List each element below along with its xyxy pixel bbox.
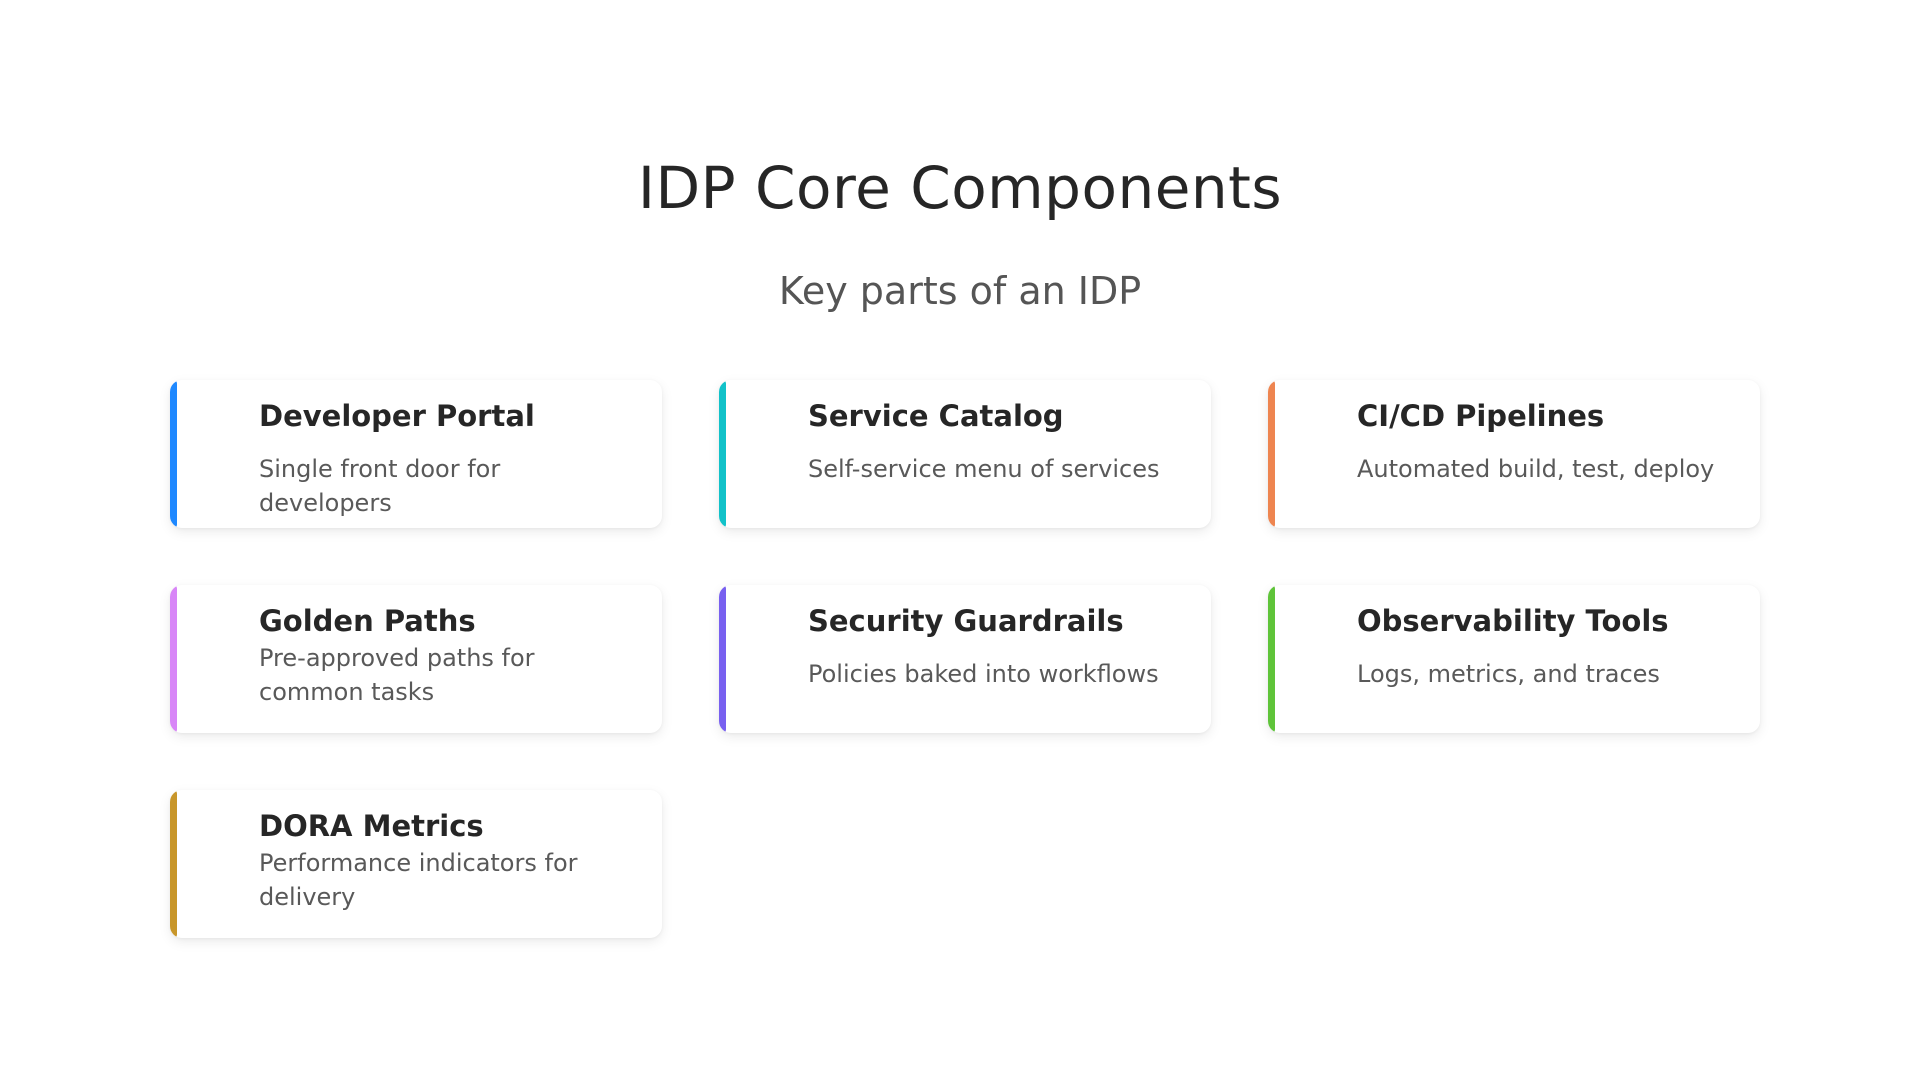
- card-title: Security Guardrails: [808, 604, 1124, 638]
- card-description: Single front door for developers: [259, 455, 501, 517]
- card-golden-paths: Golden Paths Pre-approved paths for comm…: [170, 585, 662, 733]
- page-subtitle: Key parts of an IDP: [778, 269, 1142, 313]
- card-service-catalog: Service Catalog Self-service menu of ser…: [719, 380, 1211, 528]
- card-description: Performance indicators for delivery: [259, 849, 578, 911]
- card-description: Pre-approved paths for common tasks: [259, 644, 535, 706]
- components-grid: Developer Portal Single front door for d…: [170, 380, 1760, 938]
- card-title: Service Catalog: [808, 399, 1064, 433]
- card-title: Observability Tools: [1357, 604, 1669, 638]
- card-accent-bar: [170, 790, 177, 938]
- card-dora-metrics: DORA Metrics Performance indicators for …: [170, 790, 662, 938]
- card-description: Automated build, test, deploy: [1357, 455, 1715, 483]
- card-developer-portal: Developer Portal Single front door for d…: [170, 380, 662, 528]
- card-security-guardrails: Security Guardrails Policies baked into …: [719, 585, 1211, 733]
- card-description: Self-service menu of services: [808, 455, 1160, 483]
- card-accent-bar: [170, 380, 177, 528]
- card-title: CI/CD Pipelines: [1357, 399, 1605, 433]
- card-title: Developer Portal: [259, 399, 535, 433]
- card-description: Logs, metrics, and traces: [1357, 660, 1660, 688]
- card-cicd-pipelines: CI/CD Pipelines Automated build, test, d…: [1268, 380, 1760, 528]
- card-description: Policies baked into workflows: [808, 660, 1159, 688]
- card-accent-bar: [170, 585, 177, 733]
- card-accent-bar: [719, 380, 726, 528]
- card-title: Golden Paths: [259, 604, 476, 638]
- card-accent-bar: [1268, 380, 1275, 528]
- card-accent-bar: [719, 585, 726, 733]
- card-title: DORA Metrics: [259, 809, 484, 843]
- card-observability-tools: Observability Tools Logs, metrics, and t…: [1268, 585, 1760, 733]
- page-title: IDP Core Components: [637, 154, 1283, 222]
- card-accent-bar: [1268, 585, 1275, 733]
